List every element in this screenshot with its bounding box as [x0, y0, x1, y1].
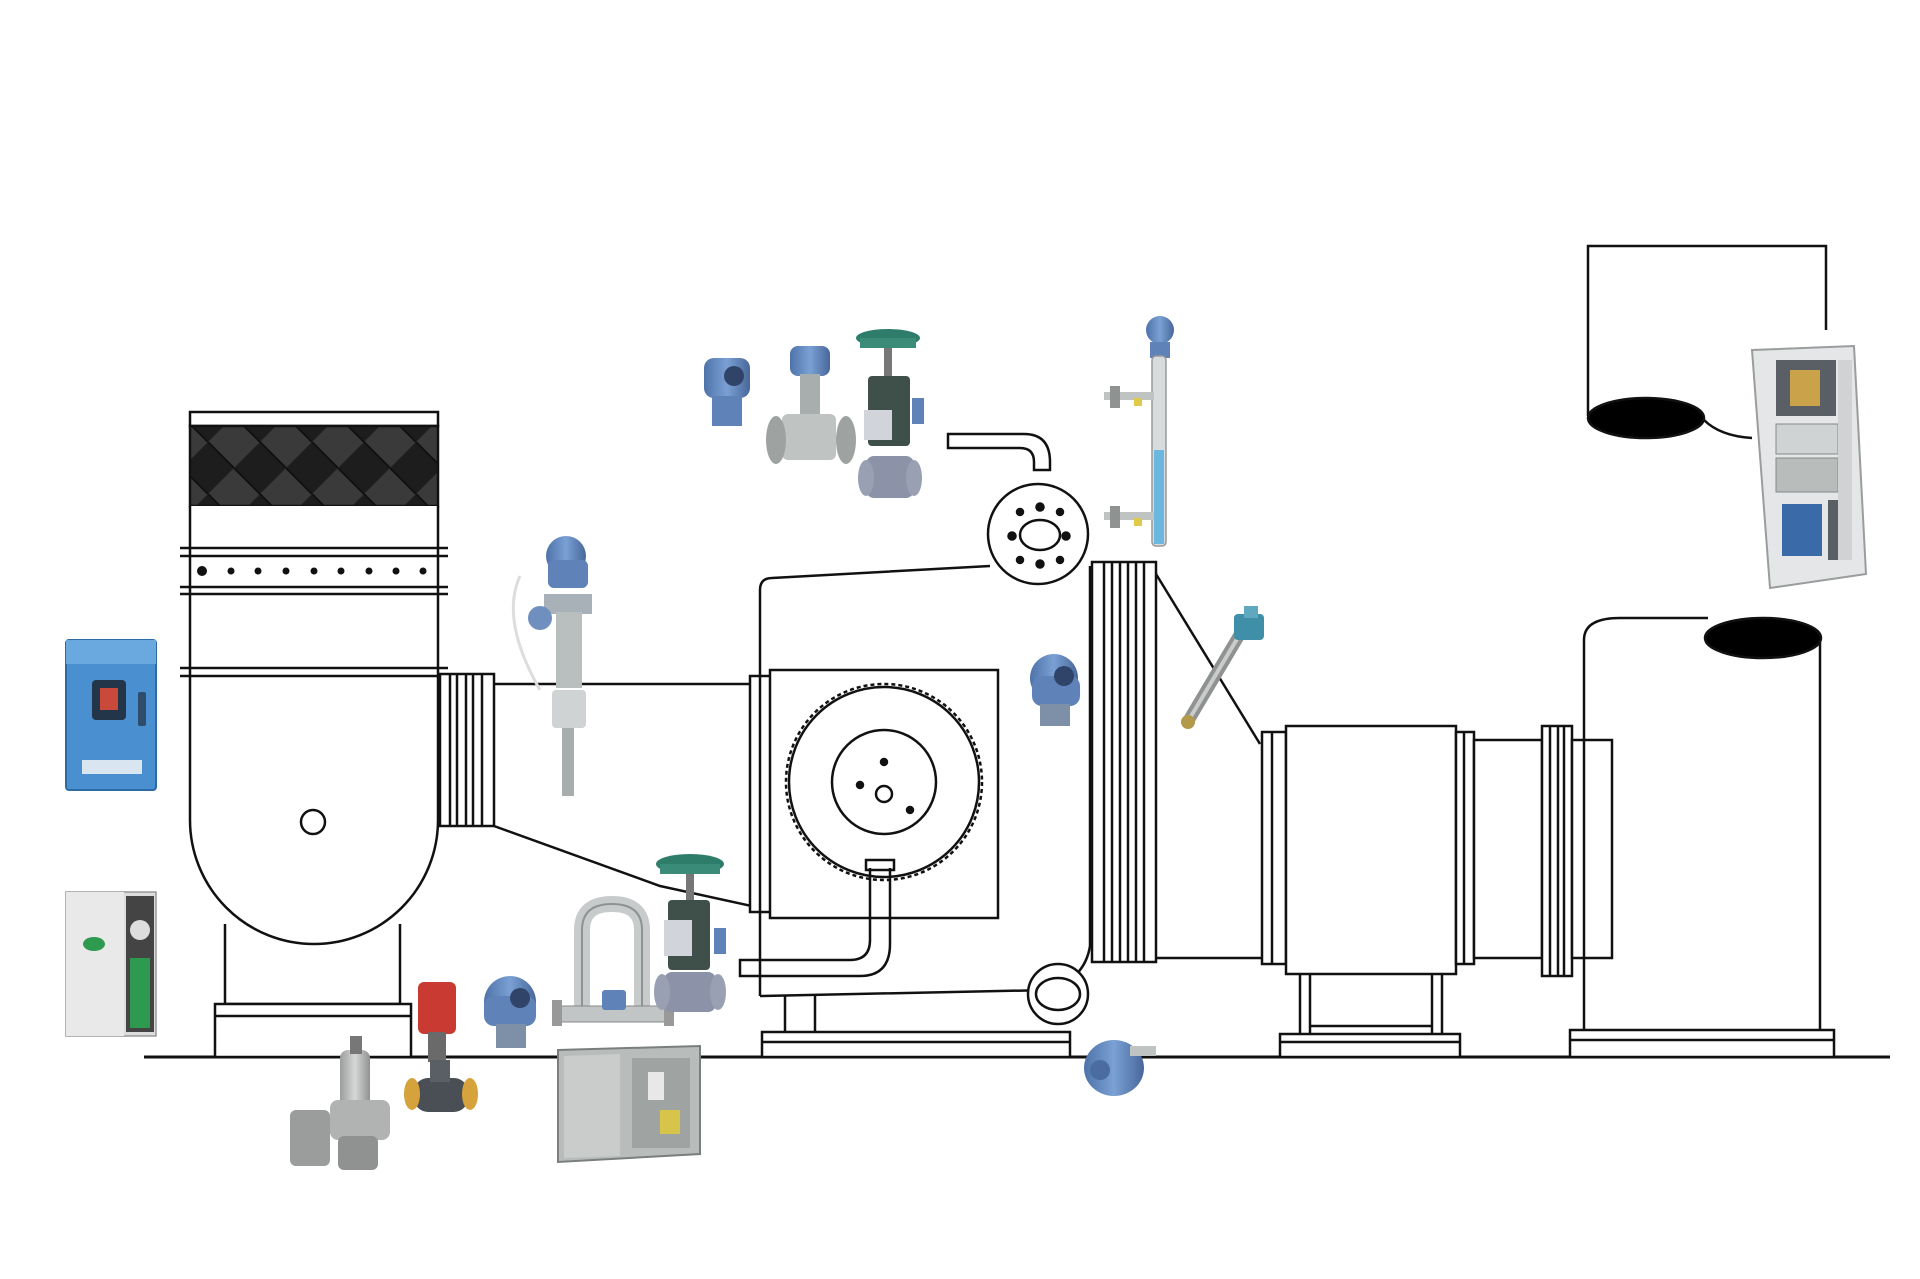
top-control-valve-icon[interactable] — [856, 329, 924, 498]
analyzer-cabinet-icon[interactable] — [1750, 344, 1868, 590]
exhaust-stack — [1568, 616, 1836, 1059]
analyzer-port — [1586, 396, 1706, 440]
centrifugal-blower-with-motor — [738, 564, 1092, 1059]
filter-port-holes — [197, 566, 427, 576]
filter-mesh — [188, 424, 440, 508]
motor-starter-panel-icon[interactable] — [65, 639, 157, 791]
gas-probe-analyzer-icon[interactable] — [1181, 606, 1264, 729]
red-actuated-valve-icon[interactable] — [404, 982, 478, 1112]
vortex-flowmeter-icon[interactable] — [766, 346, 856, 464]
temperature-transmitter-icon[interactable] — [1084, 1040, 1156, 1096]
magnetic-level-gauge-icon[interactable] — [1104, 316, 1174, 547]
air-intake-filter-house — [180, 410, 448, 1059]
inlet-steam-drum — [946, 432, 1090, 1026]
pressure-transmitter-icon[interactable] — [1030, 654, 1080, 726]
control-valve-icon[interactable] — [654, 854, 726, 1012]
temperature-transmitter-icon[interactable] — [704, 358, 750, 426]
field-panel-enclosure-icon[interactable] — [557, 1044, 701, 1164]
outlet-expansion-joint — [1090, 560, 1270, 964]
pressure-regulator-icon[interactable] — [290, 1036, 390, 1170]
multivariable-transmitter-icon[interactable] — [511, 536, 592, 796]
variable-frequency-drive-icon[interactable] — [65, 891, 157, 1037]
heat-recovery-section — [1260, 724, 1614, 1059]
gas-analyzer-stack — [1586, 244, 1828, 440]
pressure-transmitter-icon[interactable] — [484, 976, 536, 1048]
inlet-duct-with-expansion-joint — [438, 672, 776, 914]
coriolis-flowmeter-icon[interactable] — [552, 895, 674, 1026]
fan-wheel — [784, 682, 984, 882]
